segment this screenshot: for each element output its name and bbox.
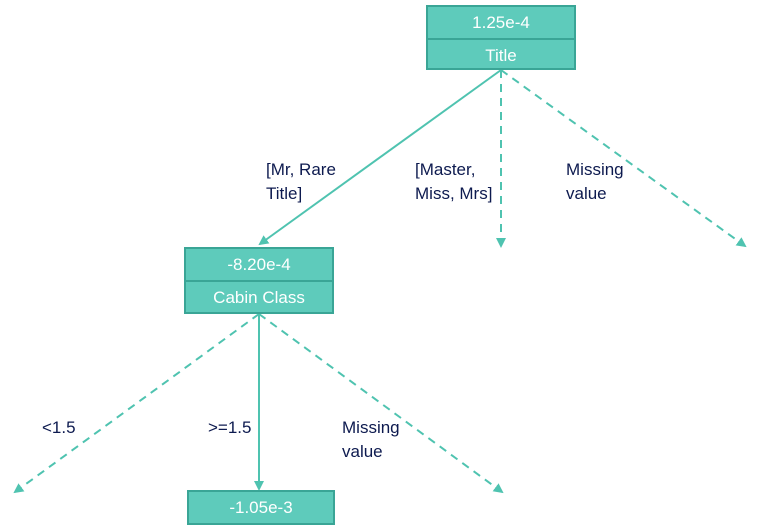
edge-cabin-missing-dashed	[258, 313, 504, 494]
edge-label-mr-rare-title: [Mr, Rare Title]	[266, 160, 336, 203]
root-node-value: 1.25e-4	[472, 13, 530, 32]
edge-label-greater-equal-1-5: >=1.5	[208, 418, 252, 437]
edge-label-root-missing-value: Missing value	[566, 160, 624, 203]
cabin-class-node-feature: Cabin Class	[186, 280, 332, 313]
edge-label-master-miss-mrs: [Master, Miss, Mrs]	[415, 160, 493, 203]
leaf-node: -1.05e-3	[187, 490, 335, 525]
edge-root-to-cabin-class	[258, 69, 502, 246]
edge-label-less-than-1-5: <1.5	[42, 418, 76, 437]
root-node: 1.25e-4 Title	[426, 5, 576, 70]
cabin-class-node: -8.20e-4 Cabin Class	[184, 247, 334, 314]
cabin-class-node-value: -8.20e-4	[227, 255, 291, 274]
leaf-node-value: -1.05e-3	[229, 498, 293, 517]
edge-cabin-left-dashed	[13, 313, 260, 494]
root-node-feature: Title	[428, 38, 574, 71]
edge-label-cabin-missing-value: Missing value	[342, 418, 400, 461]
